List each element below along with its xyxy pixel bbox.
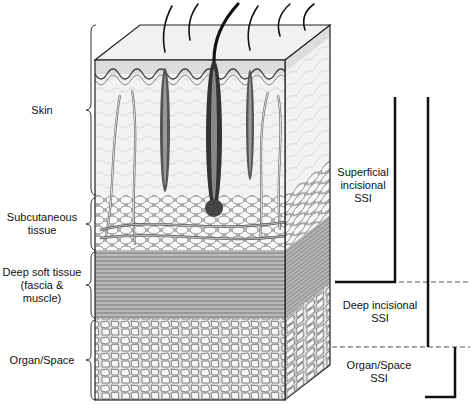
ssi-label: Superficial incisional SSI [333,166,393,205]
hair [164,4,314,60]
layer-label: Subcutaneous tissue [0,211,84,237]
side-face [285,25,330,400]
ssi-label: Organ/Space SSI [337,359,421,385]
ssi-bracket [332,97,470,397]
layer-label: Skin [0,104,84,117]
layer-brace [86,25,96,400]
layer-label: Deep soft tissue (fascia & muscle) [0,266,84,305]
ssi-label: Deep incisional SSI [337,299,423,325]
front-face [95,60,287,400]
layer-label: Organ/Space [0,354,84,367]
skin-surface [95,25,330,60]
